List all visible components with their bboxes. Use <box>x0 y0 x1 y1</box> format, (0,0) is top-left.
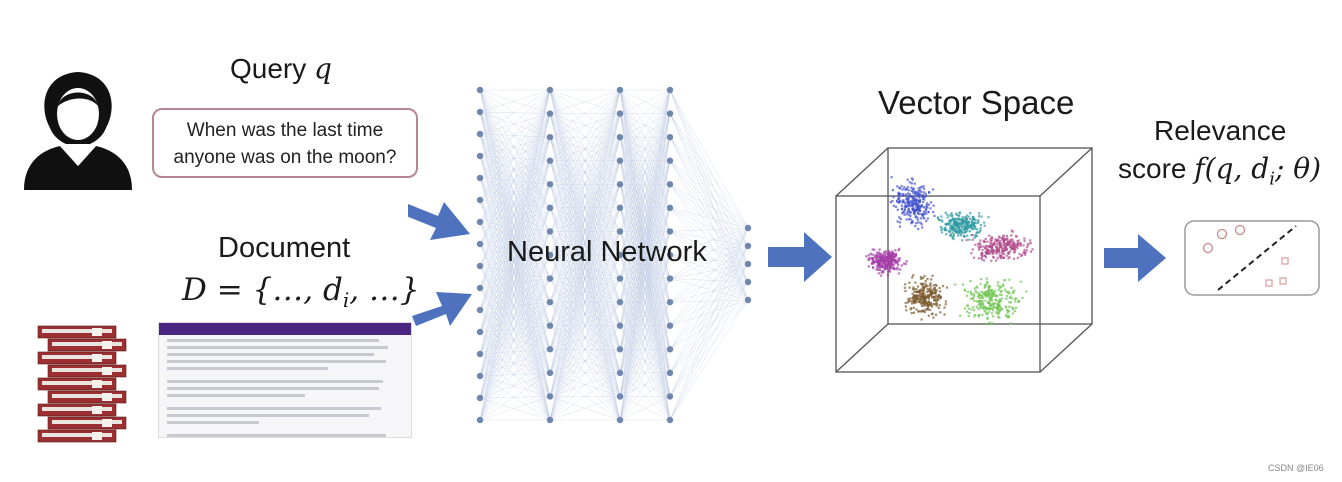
network-node <box>476 394 484 402</box>
watermark: CSDN @IE06 <box>1268 463 1324 473</box>
network-node <box>546 369 554 377</box>
network-node <box>546 322 554 329</box>
network-node <box>616 393 624 400</box>
network-node <box>476 86 484 94</box>
network-node <box>666 133 674 141</box>
network-node <box>476 306 484 314</box>
network-node <box>616 416 624 424</box>
query-text-box: When was the last time anyone was on the… <box>152 108 418 178</box>
network-node <box>616 86 624 94</box>
network-node <box>666 416 674 424</box>
network-node <box>546 86 554 94</box>
network-node <box>616 228 624 235</box>
network-node <box>744 224 752 232</box>
network-node <box>476 218 484 226</box>
network-node <box>546 157 554 164</box>
person-icon <box>24 72 132 190</box>
network-node <box>476 240 484 248</box>
network-node <box>666 275 674 282</box>
network-node <box>666 393 674 400</box>
network-node <box>476 108 484 116</box>
arrow-right-icon <box>412 292 472 326</box>
relevance-score-formula: score f(q, di; θ) <box>1118 152 1322 190</box>
binder-stack-icon <box>37 325 127 443</box>
network-node <box>476 130 484 138</box>
network-node <box>666 110 674 117</box>
network-node <box>546 346 554 353</box>
network-node <box>546 133 554 141</box>
network-node <box>476 416 484 424</box>
network-node <box>616 298 624 306</box>
network-node <box>616 157 624 164</box>
network-node <box>616 322 624 329</box>
network-node <box>546 204 554 212</box>
document-formula: D = {…, di, …} <box>182 272 420 313</box>
relevance-title: Relevance <box>1154 115 1287 146</box>
network-node <box>476 350 484 358</box>
query-text-line-1: When was the last time <box>186 120 384 141</box>
network-node <box>744 242 752 250</box>
network-node <box>616 133 624 141</box>
network-node <box>546 110 554 117</box>
network-node <box>666 204 674 212</box>
network-node <box>666 346 674 353</box>
document-title: Document <box>218 232 351 264</box>
network-node <box>476 174 484 182</box>
network-node <box>476 328 484 336</box>
arrow-right-icon <box>768 232 832 282</box>
neural-network-label: Neural Network <box>507 236 707 268</box>
network-node <box>666 181 674 188</box>
network-node <box>546 181 554 188</box>
network-node <box>666 369 674 377</box>
vector-space-title: Vector Space <box>878 84 1075 121</box>
network-node <box>666 228 674 235</box>
network-node <box>616 275 624 282</box>
network-node <box>666 157 674 164</box>
network-node <box>546 275 554 282</box>
network-node <box>744 296 752 304</box>
network-node <box>616 251 624 259</box>
network-node <box>744 278 752 286</box>
network-node <box>616 346 624 353</box>
network-node <box>476 152 484 160</box>
network-node <box>546 416 554 424</box>
network-node <box>616 181 624 188</box>
network-node <box>546 228 554 235</box>
query-title: Query q <box>230 52 332 85</box>
network-node <box>666 298 674 306</box>
relevance-plot-icon <box>1184 220 1320 296</box>
network-node <box>546 298 554 306</box>
network-node <box>616 204 624 212</box>
network-node <box>476 196 484 204</box>
network-node <box>476 284 484 292</box>
network-node <box>546 393 554 400</box>
network-node <box>666 322 674 329</box>
network-node <box>666 251 674 259</box>
network-node <box>476 262 484 270</box>
network-node <box>616 369 624 377</box>
vector-space-cube <box>835 147 1093 373</box>
neural-network-graph <box>476 86 752 424</box>
network-node <box>744 260 752 268</box>
network-node <box>616 110 624 117</box>
network-node <box>476 372 484 380</box>
arrow-right-icon <box>408 202 470 240</box>
query-text-line-2: anyone was on the moon? <box>173 147 397 168</box>
network-node <box>546 251 554 259</box>
arrow-right-icon <box>1104 234 1166 282</box>
network-node <box>666 86 674 94</box>
document-page-icon <box>158 322 412 438</box>
